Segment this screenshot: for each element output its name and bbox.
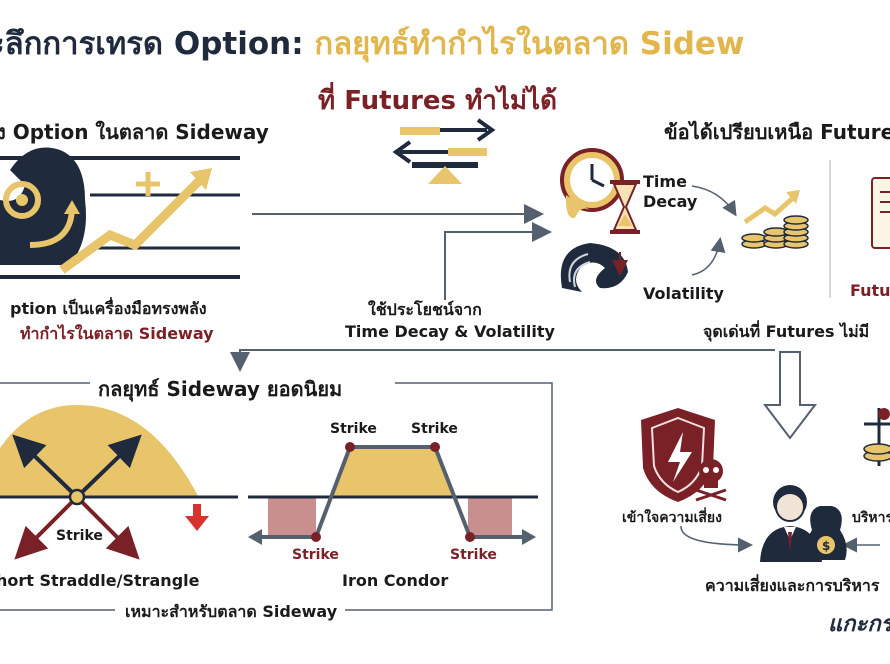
shield-lightning-icon [641,408,715,502]
strategies-frame [345,382,553,611]
hollow-down-arrow [762,351,818,440]
melting-clock-icon [560,148,624,219]
time-decay-line1: Time [643,172,687,191]
title-prefix: ะลึกการเทรด Option: [0,26,304,62]
volatility-wave-icon [560,243,628,292]
title-highlight: กลยุทธ์ทำกำไรในตลาด Sidew [314,26,745,62]
futures-label: Futu [850,281,890,300]
iron-condor-chart [248,442,538,545]
left-caption-line2: ทำกำไรในตลาด Sideway [20,324,214,343]
page-title: ะลึกการเทรด Option: กลยุทธ์ทำกำไรในตลาด … [0,18,745,68]
strategies-footer: เหมาะสำหรับตลาด Sideway [125,602,338,621]
signature: แกะกร [828,612,890,637]
arrow-to-strategies [230,349,775,372]
use-label-line1: ใช้ประโยชน์จาก [368,300,482,319]
hourglass-icon [610,180,640,234]
advantage-footer: จุดเด่นที่ Futures ไม่มี [703,322,870,341]
flexed-arm-growth-icon [0,147,212,274]
futures-document-icon [871,177,890,249]
volatility-label: Volatility [643,284,724,303]
risk-footer: ความเสี่ยงและการบริหาร [705,576,880,595]
scale-balance-icon [863,408,890,466]
condor-strike-top-left: Strike [330,421,377,437]
advantage-heading: ข้อได้เปรียบเหนือ Futures [664,120,890,144]
manage-label: บริหาร [852,510,890,526]
skull-icon [695,459,727,502]
straddle-name: hort Straddle/Strangle [0,571,200,590]
svg-text:$: $ [822,539,830,553]
understand-risk-label: เข้าใจความเสี่ยง [622,510,722,526]
money-bag-icon: $ [805,506,847,560]
left-caption-line1: ption เป็นเครื่องมือทรงพลัง [10,299,207,318]
condor-strike-top-right: Strike [411,421,458,437]
page-subtitle: ที่ Futures ทำไม่ได้ [318,86,558,116]
use-label-line2: Time Decay & Volatility [345,322,555,341]
condor-strike-bottom-right: Strike [450,547,497,563]
coins-growth-icon [741,190,809,249]
condor-strike-bottom-left: Strike [292,547,339,563]
left-panel-heading: ง Option ในตลาด Sideway [0,120,269,144]
balance-arrows-icon [392,118,496,184]
straddle-strike-label: Strike [56,528,103,544]
time-decay-line2: Decay [643,192,698,211]
strategies-heading: กลยุทธ์ Sideway ยอดนิยม [98,377,343,401]
arrow-use-to-advantages [444,222,552,300]
condor-name: Iron Condor [342,571,449,590]
short-straddle-chart [0,405,238,560]
